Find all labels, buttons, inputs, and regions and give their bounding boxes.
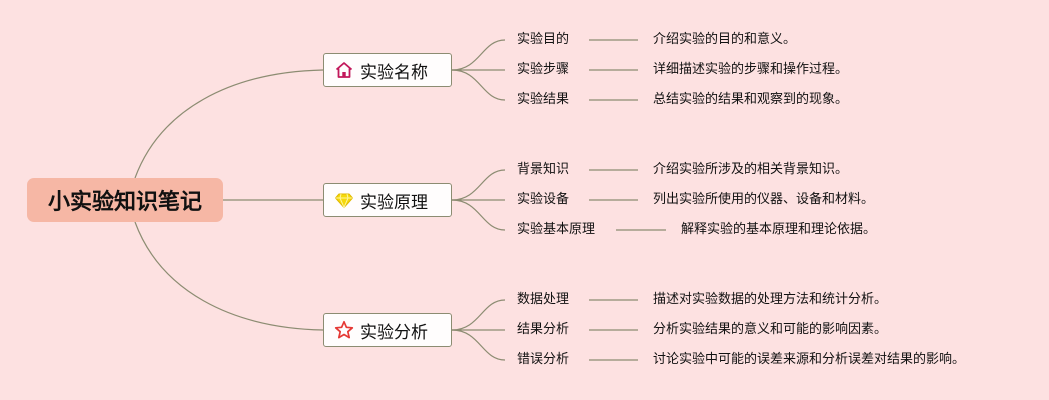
subtopic-label[interactable]: 实验设备 [517,192,570,207]
topic-title: 实验名称 [360,62,428,83]
subtopic-label[interactable]: 数据处理 [517,292,570,307]
house-icon [334,60,354,80]
root-title: 小实验知识笔记 [47,190,202,215]
subtopic-description[interactable]: 介绍实验的目的和意义。 [653,32,797,47]
topic-experiment-name[interactable]: 实验名称 [323,53,452,87]
branch3-link-1 [451,299,506,331]
root-topic[interactable]: 小实验知识笔记 [27,178,223,222]
topic-experiment-principle[interactable]: 实验原理 [323,183,452,217]
subtopic-description[interactable]: 解释实验的基本原理和理论依据。 [681,222,877,237]
root-link-1 [134,69,324,179]
subtopic-description[interactable]: 介绍实验所涉及的相关背景知识。 [653,162,849,177]
subtopic-description[interactable]: 列出实验所使用的仪器、设备和材料。 [653,192,875,207]
topic-title: 实验分析 [360,322,428,343]
subtopic-label[interactable]: 结果分析 [517,322,570,337]
branch2-link-1 [451,169,506,201]
subtopic-label[interactable]: 背景知识 [517,162,570,177]
subtopic-description[interactable]: 分析实验结果的意义和可能的影响因素。 [653,322,888,337]
subtopic-label[interactable]: 错误分析 [517,352,570,367]
subtopic-label[interactable]: 实验结果 [517,92,570,107]
root-link-3 [134,221,324,331]
subtopic-label[interactable]: 实验基本原理 [517,222,596,237]
diamond-icon [334,190,354,210]
subtopic-description[interactable]: 描述对实验数据的处理方法和统计分析。 [653,292,888,307]
branch1-link-3 [451,69,506,101]
subtopic-label[interactable]: 实验目的 [517,32,570,47]
subtopic-description[interactable]: 总结实验的结果和观察到的现象。 [653,92,849,107]
subtopic-description[interactable]: 详细描述实验的步骤和操作过程。 [653,62,849,77]
branch2-link-3 [451,199,506,231]
subtopic-description[interactable]: 讨论实验中可能的误差来源和分析误差对结果的影响。 [653,352,966,367]
branch3-link-3 [451,329,506,361]
star-icon [334,320,354,340]
subtopic-label[interactable]: 实验步骤 [517,62,570,77]
topic-title: 实验原理 [360,192,428,213]
topic-experiment-analysis[interactable]: 实验分析 [323,313,452,347]
branch1-link-1 [451,39,506,71]
